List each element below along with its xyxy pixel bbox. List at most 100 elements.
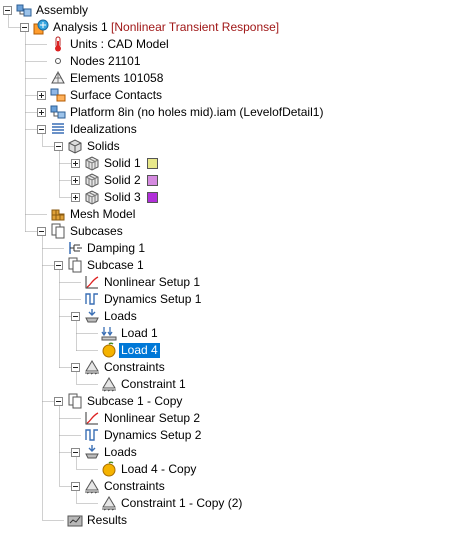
constraints-icon xyxy=(84,359,100,375)
tree-item-label[interactable]: Results xyxy=(85,513,129,528)
expand-icon[interactable] xyxy=(37,91,46,100)
expand-icon[interactable] xyxy=(71,159,80,168)
tree-item-label[interactable]: Load 4 - Copy xyxy=(119,462,198,477)
solid-cube-icon xyxy=(84,189,100,205)
tree-item-nonlinear-setup-1[interactable]: Nonlinear Setup 1 xyxy=(0,274,474,291)
tree-item-assembly[interactable]: Assembly xyxy=(0,2,474,19)
assembly-file-icon xyxy=(50,104,66,120)
load-icon xyxy=(101,325,117,341)
tree-item-label[interactable]: Loads xyxy=(102,309,139,324)
nonlinear-setup-icon xyxy=(84,274,100,290)
tree-item-label[interactable]: Elements 101058 xyxy=(68,71,165,86)
tree-item-label[interactable]: Platform 8in (no holes mid).iam (Levelof… xyxy=(68,105,325,120)
tree-item-label[interactable]: Damping 1 xyxy=(85,241,147,256)
results-icon xyxy=(67,512,83,528)
expand-icon[interactable] xyxy=(71,176,80,185)
tree-item-nodes-21101[interactable]: Nodes 21101 xyxy=(0,53,474,70)
tree-item-label[interactable]: Dynamics Setup 1 xyxy=(102,292,203,307)
tree-item-label[interactable]: Constraint 1 - Copy (2) xyxy=(119,496,244,511)
tree-item-dynamics-setup-1[interactable]: Dynamics Setup 1 xyxy=(0,291,474,308)
tree-item-platform-8in-no-holes-mid-iam-levelofdetail1[interactable]: Platform 8in (no holes mid).iam (Levelof… xyxy=(0,104,474,121)
tree-item-load-1[interactable]: Load 1 xyxy=(0,325,474,342)
tree-item-analysis-1-nonlinear-transient-response[interactable]: Analysis 1 [Nonlinear Transient Response… xyxy=(0,19,474,36)
tree-item-label[interactable]: Mesh Model xyxy=(68,207,137,222)
tree-item-label[interactable]: Constraint 1 xyxy=(119,377,188,392)
tree-item-constraints[interactable]: Constraints xyxy=(0,359,474,376)
tree-item-solid-1[interactable]: Solid 1 xyxy=(0,155,474,172)
collapse-icon[interactable] xyxy=(54,397,63,406)
collapse-icon[interactable] xyxy=(37,125,46,134)
assembly-icon xyxy=(16,2,32,18)
tree-item-constraints[interactable]: Constraints xyxy=(0,478,474,495)
label-text: Units : CAD Model xyxy=(70,37,169,51)
tree-item-label[interactable]: Analysis 1 [Nonlinear Transient Response… xyxy=(51,20,281,35)
tree-item-constraint-1-copy-2[interactable]: Constraint 1 - Copy (2) xyxy=(0,495,474,512)
tree-item-constraint-1[interactable]: Constraint 1 xyxy=(0,376,474,393)
tree-item-load-4-copy[interactable]: Load 4 - Copy xyxy=(0,461,474,478)
tree-item-results[interactable]: Results xyxy=(0,512,474,529)
tree-item-label[interactable]: Nonlinear Setup 1 xyxy=(102,275,202,290)
tree-item-label[interactable]: Solid 1 xyxy=(102,156,143,171)
tree-item-loads[interactable]: Loads xyxy=(0,444,474,461)
label-text: Solid 3 xyxy=(104,190,141,204)
expand-icon[interactable] xyxy=(37,108,46,117)
tree-item-load-4[interactable]: Load 4 xyxy=(0,342,474,359)
collapse-icon[interactable] xyxy=(54,261,63,270)
tree-item-subcases[interactable]: Subcases xyxy=(0,223,474,240)
label-text: Solid 2 xyxy=(104,173,141,187)
tree-item-label[interactable]: Subcases xyxy=(68,224,125,239)
tree-item-solids[interactable]: Solids xyxy=(0,138,474,155)
material-color-swatch xyxy=(146,175,158,186)
label-text: Load 1 xyxy=(121,326,158,340)
collapse-icon[interactable] xyxy=(20,23,29,32)
tree-item-subcase-1-copy[interactable]: Subcase 1 - Copy xyxy=(0,393,474,410)
label-text: Mesh Model xyxy=(70,207,136,221)
tree-item-damping-1[interactable]: Damping 1 xyxy=(0,240,474,257)
material-color-swatch xyxy=(146,158,158,169)
tree-item-loads[interactable]: Loads xyxy=(0,308,474,325)
collapse-icon[interactable] xyxy=(71,363,80,372)
tree-item-surface-contacts[interactable]: Surface Contacts xyxy=(0,87,474,104)
tree-item-label[interactable]: Constraints xyxy=(102,479,167,494)
tree-item-label[interactable]: Solid 3 xyxy=(102,190,143,205)
tree-item-nonlinear-setup-2[interactable]: Nonlinear Setup 2 xyxy=(0,410,474,427)
label-text: Results xyxy=(87,513,128,527)
tree-item-label[interactable]: Units : CAD Model xyxy=(68,37,171,52)
collapse-icon[interactable] xyxy=(37,227,46,236)
collapse-icon[interactable] xyxy=(54,142,63,151)
collapse-icon[interactable] xyxy=(3,6,12,15)
tree-item-label[interactable]: Subcase 1 xyxy=(85,258,146,273)
tree-item-label[interactable]: Load 1 xyxy=(119,326,160,341)
tree-item-label[interactable]: Load 4 xyxy=(119,343,160,358)
tree-item-label[interactable]: Loads xyxy=(102,445,139,460)
tree-item-subcase-1[interactable]: Subcase 1 xyxy=(0,257,474,274)
label-text: Subcase 1 - Copy xyxy=(87,394,183,408)
tree-item-label[interactable]: Dynamics Setup 2 xyxy=(102,428,203,443)
tree-item-label[interactable]: Solids xyxy=(85,139,122,154)
tree-item-elements-101058[interactable]: Elements 101058 xyxy=(0,70,474,87)
collapse-icon[interactable] xyxy=(71,482,80,491)
tree-item-dynamics-setup-2[interactable]: Dynamics Setup 2 xyxy=(0,427,474,444)
tree-item-units-cad-model[interactable]: Units : CAD Model xyxy=(0,36,474,53)
tree-item-mesh-model[interactable]: Mesh Model xyxy=(0,206,474,223)
collapse-icon[interactable] xyxy=(71,312,80,321)
tree-item-label[interactable]: Surface Contacts xyxy=(68,88,164,103)
tree-item-label[interactable]: Constraints xyxy=(102,360,167,375)
collapse-icon[interactable] xyxy=(71,448,80,457)
loads-icon xyxy=(84,308,100,324)
label-text: Subcases xyxy=(70,224,123,238)
tree-item-label[interactable]: Solid 2 xyxy=(102,173,143,188)
tree-item-label[interactable]: Assembly xyxy=(34,3,90,18)
tree-item-label[interactable]: Subcase 1 - Copy xyxy=(85,394,184,409)
nonlinear-setup-icon xyxy=(84,410,100,426)
expand-icon[interactable] xyxy=(71,193,80,202)
tree-item-label[interactable]: Idealizations xyxy=(68,122,139,137)
tree-item-label[interactable]: Nonlinear Setup 2 xyxy=(102,411,202,426)
mesh-icon xyxy=(50,206,66,222)
tree-item-solid-3[interactable]: Solid 3 xyxy=(0,189,474,206)
tree-item-label[interactable]: Nodes 21101 xyxy=(68,54,143,69)
tree-item-idealizations[interactable]: Idealizations xyxy=(0,121,474,138)
tree-item-solid-2[interactable]: Solid 2 xyxy=(0,172,474,189)
